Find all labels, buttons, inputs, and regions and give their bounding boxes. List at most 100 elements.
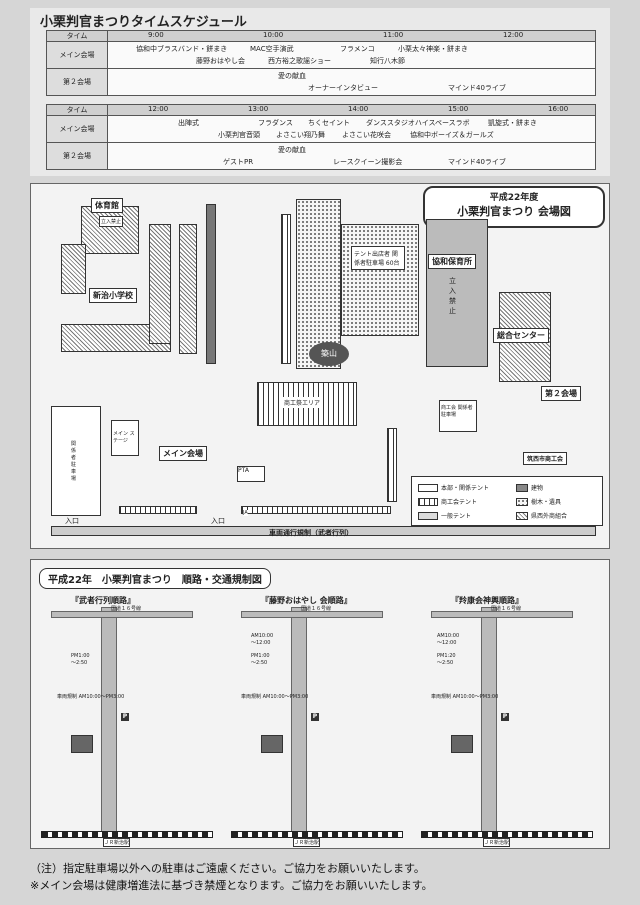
parking-lot-label: 関係者駐車場 [71, 441, 77, 482]
legend-swatch [516, 497, 528, 506]
regulation-label: 車両規制 AM10:00～PM3:00 [57, 694, 125, 700]
station-label: ＪＲ新治駅 [293, 838, 321, 847]
second-venue-label: 第２会場 [46, 68, 108, 96]
route-map-2: 『藤野おはやし 会順路』 国道１６号線 AM10:00 ～12:00 PM1:0… [231, 595, 406, 847]
timetable-title: 小栗判官まつりタイムスケジュール [40, 15, 247, 30]
parking-note: （注）指定駐車場以外への駐車はご遠慮ください。ご協力をお願いいたします。 [30, 862, 425, 875]
route-time: PM1:20 [437, 653, 456, 659]
event: 小栗太々神楽・餅まき [398, 45, 468, 53]
time-label: タイム [46, 30, 108, 42]
route-map-title: 『藤野おはやし 会順路』 [261, 596, 352, 605]
smoking-note: ※メイン会場は健康増進法に基づき禁煙となります。ご協力をお願いいたします。 [30, 879, 433, 892]
tent-row [387, 428, 397, 502]
main-road [481, 607, 497, 834]
shokosai-area [257, 382, 357, 426]
national-road [51, 611, 193, 618]
legend-swatch [516, 483, 528, 492]
event: 藤野おはやし会 [196, 57, 245, 65]
route-title: 平成22年 小栗判官まつり 順路・交通規制図 [39, 568, 271, 589]
shokosai-label: 商工祭エリア [283, 397, 322, 408]
time-tick: 16:00 [548, 105, 569, 113]
building [451, 735, 473, 753]
legend-swatch [516, 511, 528, 520]
time-label: タイム [46, 104, 108, 116]
route-map-title: 『羚康会神輿順路』 [451, 596, 523, 605]
school-building [61, 244, 86, 294]
parking-icon: P [121, 713, 129, 721]
time-tick: 11:00 [383, 31, 404, 39]
legend-swatch [418, 483, 438, 492]
gym-building [81, 206, 139, 254]
railway [231, 831, 403, 838]
time-tick: 12:00 [148, 105, 169, 113]
tsukiyama-mound: 築山 [309, 342, 349, 366]
regulation-label: 車両規制 AM10:00～PM3:00 [241, 694, 309, 700]
main-stage [111, 420, 139, 456]
route-map-3: 『羚康会神輿順路』 国道１６号線 AM10:00 ～12:00 PM1:20 ～… [421, 595, 596, 847]
shokokai-parking [439, 400, 477, 432]
main-stage-label: メイン ステージ [113, 431, 135, 444]
legend-item: 本部・関係テント [441, 485, 490, 492]
second-venue-label: 第２会場 [46, 142, 108, 170]
event: マインド40ライブ [448, 84, 506, 92]
route-time: PM1:00 [71, 653, 90, 659]
tent-row [241, 506, 391, 514]
school-building [179, 224, 197, 354]
railway [41, 831, 213, 838]
tent-parking-area [341, 224, 419, 336]
event: マインド40ライブ [448, 158, 506, 166]
time-tick: 10:00 [263, 31, 284, 39]
entrance-label: 入口 [65, 517, 79, 525]
hoikusho-label: 協和保育所 [428, 254, 476, 269]
am-timetable: タイム 9:00 10:00 11:00 12:00 メイン会場 協和中ブラスバ… [46, 30, 596, 96]
legend-item: 商工会テント [441, 499, 478, 506]
no-entry-label: 立入禁止 [99, 216, 124, 227]
pta-tent: PTA [237, 466, 265, 482]
parking-icon: P [501, 713, 509, 721]
event: 協和中ボーイズ＆ガールズ [410, 131, 494, 139]
parking-icon: P [311, 713, 319, 721]
entrance-label: 入口 [211, 517, 225, 525]
time-tick: 12:00 [503, 31, 524, 39]
chikusei-label: 筑西市商工会 [523, 452, 568, 465]
main-road [101, 607, 117, 834]
parking-lot [51, 406, 101, 516]
railway [421, 831, 593, 838]
tent-parking-label: テント出店者 関係者駐車場 60台 [351, 246, 405, 270]
route-time: AM10:00 [437, 633, 460, 639]
route-panel: 平成22年 小栗判官まつり 順路・交通規制図 『武者行列順路』 国道１６号線 P… [30, 559, 610, 849]
map-title: 小栗判官まつり 会場図 [457, 205, 571, 218]
national-road [431, 611, 573, 618]
event: ゲストPR [223, 158, 254, 166]
timetable-panel: 小栗判官まつりタイムスケジュール タイム 9:00 10:00 11:00 12… [30, 8, 610, 176]
time-tick: 14:00 [348, 105, 369, 113]
hoikusho-no-entry: 立 入 禁 止 [449, 277, 456, 315]
map-legend: 本部・関係テント 商工会テント 一般テント 建物 樹木・遺具 県西外商組合 [411, 476, 603, 526]
event: ちくセイント [308, 119, 350, 127]
building [261, 735, 283, 753]
main-road [291, 607, 307, 834]
event: よさこい翔乃舞 [276, 131, 325, 139]
road-label: 国道１６号線 [491, 606, 522, 612]
route-time: ～2:50 [251, 660, 268, 666]
parking-column [281, 214, 291, 364]
time-tick: 15:00 [448, 105, 469, 113]
route-map-title: 『武者行列順路』 [71, 596, 135, 605]
road-label: 国道１６号線 [111, 606, 142, 612]
event: 凱旋式・餅まき [488, 119, 537, 127]
route-map-1: 『武者行列順路』 国道１６号線 PM1:00 ～2:50 車両規制 AM10:0… [41, 595, 216, 847]
main-venue-map-label: メイン会場 [159, 446, 207, 461]
route-time: ～12:00 [251, 640, 271, 646]
road-label: 国道１６号線 [301, 606, 332, 612]
event: レースクイーン撮影会 [333, 158, 403, 166]
regulation-label: 車両規制 AM10:00～PM3:00 [431, 694, 499, 700]
event: 西方裕之歌謡ショー [268, 57, 331, 65]
event: 知行八木節 [370, 57, 405, 65]
event: MAC空手演武 [250, 45, 294, 53]
national-road [241, 611, 383, 618]
event: フラダンス [258, 119, 293, 127]
building [71, 735, 93, 753]
legend-swatch [418, 497, 438, 506]
ja-tent: JA [243, 510, 248, 516]
event: 出陣式 [178, 119, 199, 127]
